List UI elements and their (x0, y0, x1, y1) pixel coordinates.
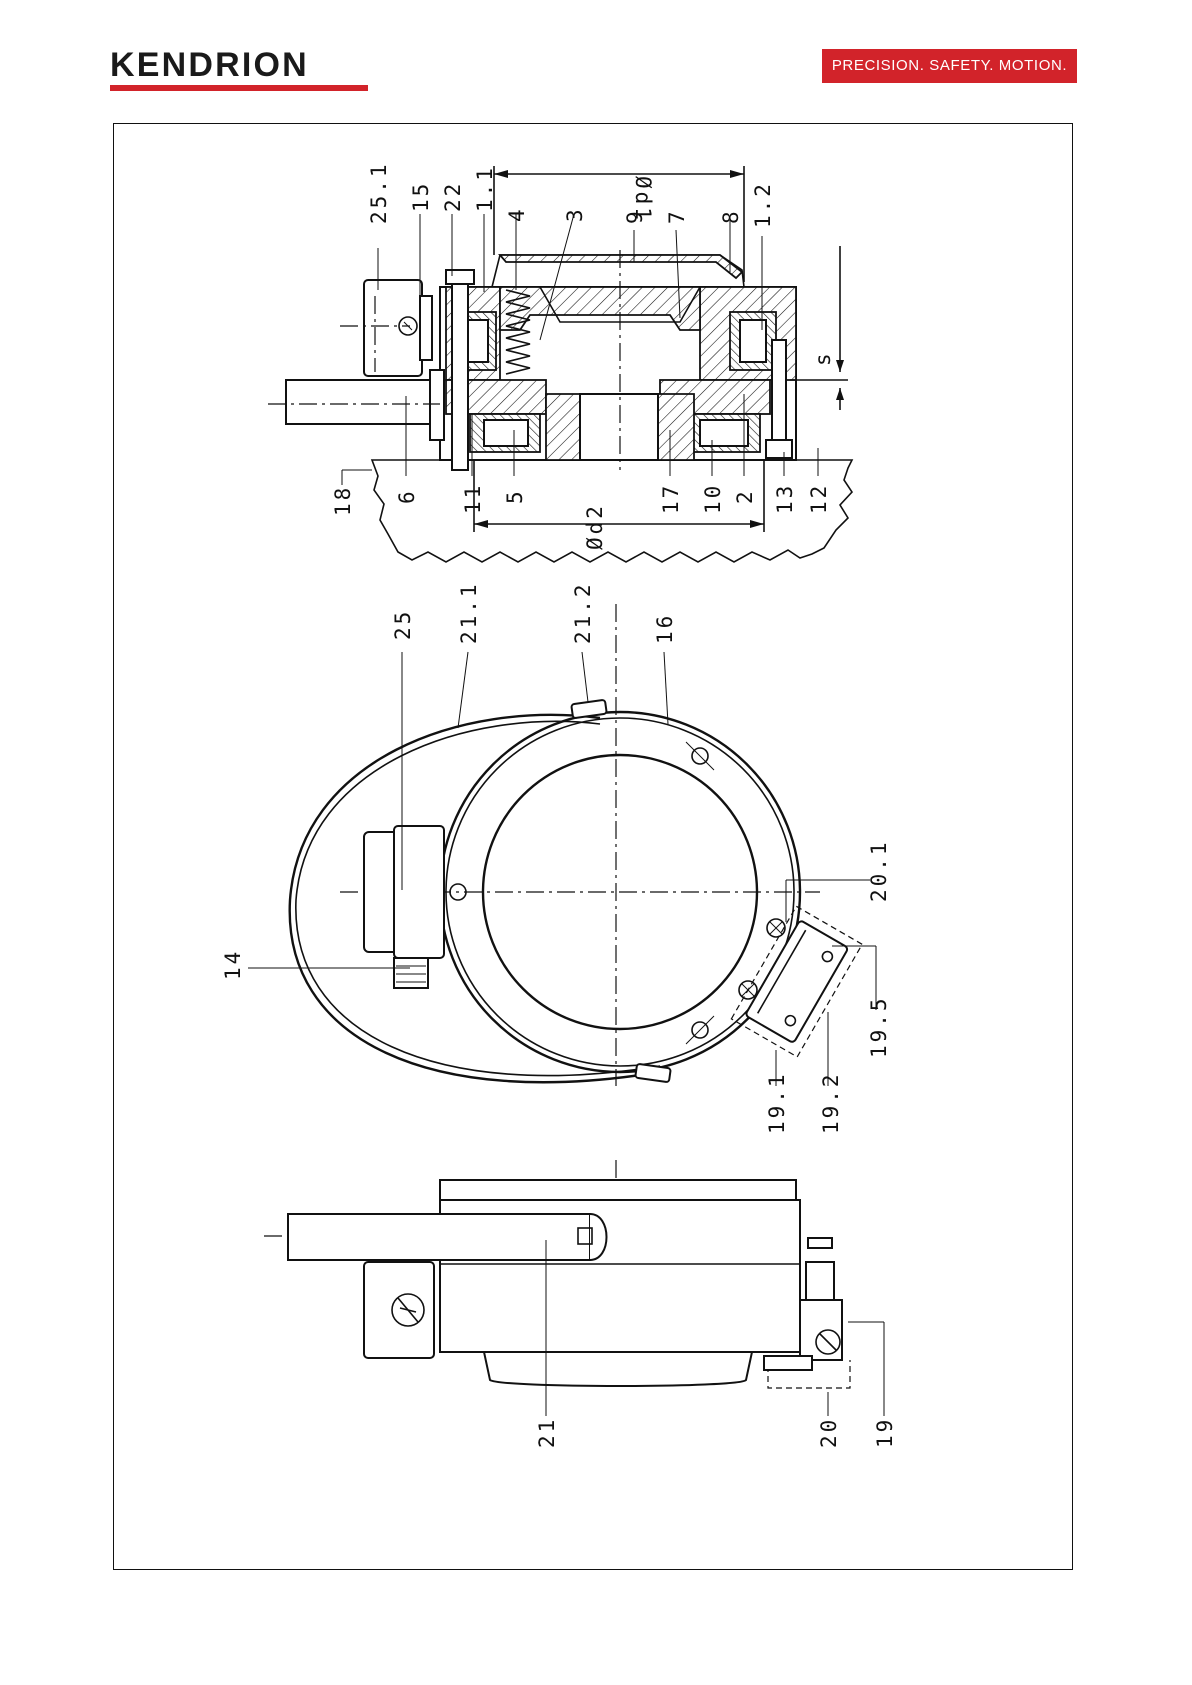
side-lever (288, 1214, 590, 1260)
front-view: 25 21.1 21.2 16 14 20.1 19.5 19.1 19.2 (221, 581, 891, 1134)
label-19-1: 19.1 (765, 1071, 789, 1134)
dim-d2: Ød2 (583, 503, 607, 550)
label-4: 4 (505, 206, 529, 222)
dust-cover-rim (500, 255, 742, 278)
side-view: 21 20 19 (264, 1160, 897, 1448)
adjusting-nut (766, 440, 792, 458)
switch-plunger (806, 1262, 834, 1300)
label-19: 19 (873, 1417, 897, 1448)
label-17: 17 (659, 483, 683, 514)
label-12: 12 (807, 483, 831, 514)
label-18: 18 (331, 485, 355, 516)
label-15: 15 (409, 181, 433, 212)
bolt-head (446, 270, 474, 284)
switch-mount (420, 296, 432, 360)
hub-upper (546, 394, 580, 460)
label-20: 20 (817, 1417, 841, 1448)
label-25-1: 25.1 (367, 161, 391, 224)
bracket (764, 1356, 812, 1370)
clamp-top (571, 700, 607, 719)
label-20-1: 20.1 (867, 839, 891, 902)
side-flange-top (440, 1180, 796, 1200)
label-16: 16 (653, 613, 677, 644)
lever-pivot (430, 370, 444, 440)
label-10: 10 (701, 483, 725, 514)
label-1-2: 1.2 (751, 181, 775, 228)
hub-lower (658, 394, 694, 460)
adjusting-bolt (772, 340, 786, 450)
section-view: 25.1 15 22 1.1 4 3 9 7 8 1.2 18 6 11 5 1… (268, 161, 852, 562)
label-s: s (811, 350, 835, 366)
label-14: 14 (221, 949, 245, 980)
rotor-lower (700, 420, 748, 446)
label-22: 22 (441, 181, 465, 212)
label-7: 7 (665, 208, 689, 224)
label-3: 3 (563, 206, 587, 222)
label-5: 5 (503, 488, 527, 504)
label-19-5: 19.5 (867, 995, 891, 1058)
hub-bore (580, 394, 658, 460)
label-13: 13 (773, 483, 797, 514)
coil-upper-inner (466, 320, 488, 362)
label-11: 11 (461, 483, 485, 514)
label-21: 21 (535, 1417, 559, 1448)
label-8: 8 (719, 208, 743, 224)
label-6: 6 (395, 488, 419, 504)
label-21-2: 21.2 (571, 581, 595, 644)
cable-gland-front (394, 958, 428, 988)
adjust-screw (808, 1238, 832, 1248)
hand-release-lever (286, 380, 440, 424)
label-21-1: 21.1 (457, 581, 481, 644)
dim-d1: Ød1 (631, 176, 655, 223)
rotor-upper (484, 420, 528, 446)
label-19-2: 19.2 (819, 1071, 843, 1134)
fixing-bolt (452, 272, 468, 470)
micro-switch-housing (364, 280, 422, 376)
label-1-1: 1.1 (473, 165, 497, 212)
side-cover (484, 1352, 752, 1386)
label-25: 25 (391, 609, 415, 640)
label-2: 2 (733, 488, 757, 504)
